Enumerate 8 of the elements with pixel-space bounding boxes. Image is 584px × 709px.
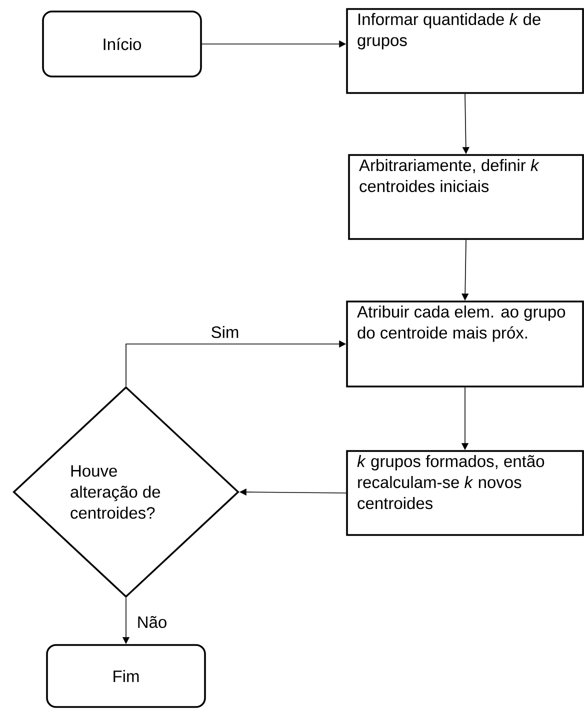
process-box: Atribuir cada elem. ao grupo do centroide mais próx.	[346, 300, 584, 388]
terminal-box: Fim	[46, 644, 206, 708]
edge-label: Sim	[210, 324, 240, 340]
terminal-box: Início	[42, 10, 202, 78]
process-box: Arbitrariamente, definir k centroides iniciais	[348, 154, 584, 240]
edge-label: Não	[136, 615, 168, 629]
process-box: k grupos formados, então recalculam-se k novos centroides	[346, 450, 584, 536]
process-box: Informar quantidade k de grupos	[346, 8, 584, 94]
